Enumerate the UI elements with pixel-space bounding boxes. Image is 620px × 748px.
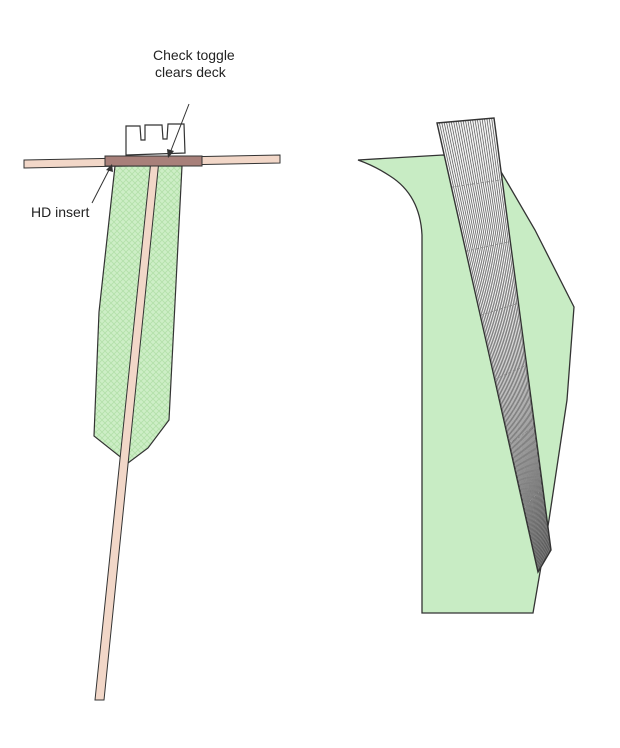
- blade-joint: [480, 302, 519, 316]
- striped-blade: [436, 117, 552, 574]
- toggle-cap: [125, 123, 186, 156]
- blade-joint: [508, 426, 535, 445]
- blade-stripe: [460, 120, 544, 563]
- blade-stripe: [462, 120, 545, 562]
- check-toggle-label-line2: clears deck: [155, 64, 226, 80]
- blade-stripe: [484, 118, 550, 554]
- blade-joint: [523, 488, 544, 509]
- blade-stripe: [448, 121, 542, 568]
- blade-stripe: [479, 119, 549, 556]
- blade-stripe: [441, 122, 540, 571]
- blade-stripe: [465, 120, 545, 562]
- toggle-leader-line: [169, 103, 190, 154]
- blade-stripe: [469, 120, 546, 560]
- right-profile-view: [357, 117, 575, 614]
- blade-stripe: [453, 121, 543, 566]
- left-section-view: [23, 103, 281, 701]
- toggle-leader-arrow: [167, 149, 174, 158]
- blade-stripe: [477, 119, 548, 557]
- blade-stripe: [446, 122, 541, 569]
- blade-joint: [451, 179, 503, 188]
- hd-leader-arrow: [106, 164, 113, 172]
- right-green-profile: [357, 154, 575, 614]
- blade-stripe: [481, 118, 549, 555]
- blade-stripe: [488, 118, 551, 552]
- blade-joint: [465, 241, 511, 252]
- blade-stripe: [450, 121, 542, 567]
- blade-stripe: [455, 121, 543, 565]
- hd-leader-line: [91, 167, 111, 204]
- check-toggle-label-line1: Check toggle: [153, 47, 235, 63]
- hd-insert: [104, 155, 203, 167]
- blade-stripe: [474, 119, 548, 558]
- blade-joint: [494, 364, 527, 380]
- check-toggle-label: Check toggle clears deck: [153, 47, 235, 81]
- blade-stripe: [472, 119, 547, 559]
- hd-insert-label: HD insert: [31, 204, 90, 220]
- blade-stripe: [491, 118, 551, 551]
- blade-stripe: [458, 121, 544, 564]
- blade-stripe: [486, 118, 550, 553]
- blade-stripe: [439, 122, 539, 572]
- blade-stripe: [443, 122, 540, 570]
- blade-stripe: [467, 120, 546, 561]
